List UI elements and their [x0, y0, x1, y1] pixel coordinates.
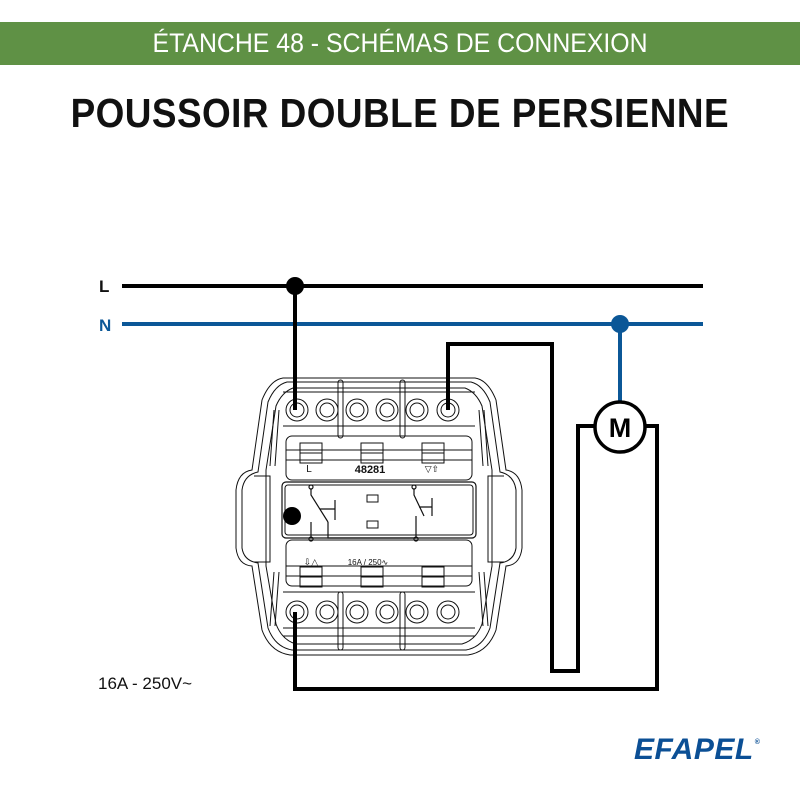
device-rating: 16A / 250∿	[348, 558, 389, 567]
logo-text: EFAPEL	[634, 733, 754, 766]
motor-label: M	[609, 413, 632, 443]
page-title-text: POUSSOIR DOUBLE DE PERSIENNE	[70, 90, 730, 136]
terminal-label-down-up: ▽⇧	[425, 465, 439, 475]
switch-symbol-2	[411, 484, 433, 542]
model-number: 48281	[355, 464, 386, 476]
switch-device	[235, 377, 523, 656]
output2-to-motor-wire	[293, 424, 659, 691]
rating-label: 16A - 250V~	[98, 674, 193, 693]
terminal-label-updown: ⇩△	[304, 558, 319, 568]
efapel-logo: EFAPEL®	[634, 733, 760, 767]
neutral-junction-dot	[611, 315, 629, 333]
neutral-label: N	[99, 316, 111, 335]
trademark-symbol: ®	[754, 739, 761, 746]
live-label: L	[99, 277, 109, 296]
switch-symbol-1	[308, 484, 416, 542]
live-junction-dot	[286, 277, 304, 295]
header-banner: ÉTANCHE 48 - SCHÉMAS DE CONNEXION	[0, 22, 800, 65]
wires	[293, 286, 659, 691]
top-terminals	[285, 398, 460, 422]
motor-symbol: M	[593, 400, 647, 454]
indicator-dot	[283, 507, 301, 525]
terminal-label-l: L	[306, 464, 312, 475]
page-title: POUSSOIR DOUBLE DE PERSIENNE	[0, 90, 800, 137]
bottom-terminals	[285, 600, 460, 624]
banner-text: ÉTANCHE 48 - SCHÉMAS DE CONNEXION	[152, 28, 648, 58]
output1-to-motor-wire	[446, 342, 596, 673]
